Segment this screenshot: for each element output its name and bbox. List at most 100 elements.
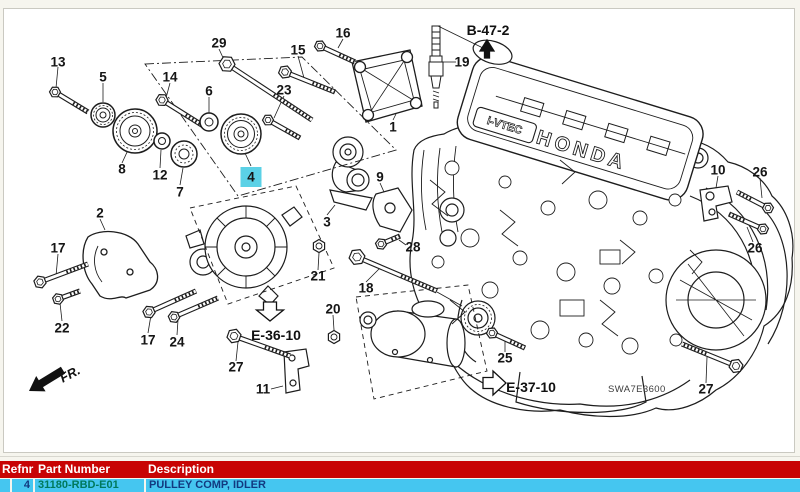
table-row[interactable]: 4 31180-RBD-E01 PULLEY COMP, IDLER bbox=[0, 479, 800, 492]
ref-link-E-37-10[interactable]: E-37-10 bbox=[482, 369, 556, 397]
callout-2[interactable]: 2 bbox=[96, 206, 104, 221]
idler-group-box bbox=[144, 56, 397, 197]
callout-22[interactable]: 22 bbox=[54, 321, 69, 336]
callout-11[interactable]: 11 bbox=[256, 382, 271, 397]
diagram-code-watermark: SWA7E3600 bbox=[608, 384, 666, 395]
callout-3[interactable]: 3 bbox=[323, 215, 331, 230]
callout-27[interactable]: 27 bbox=[228, 360, 243, 375]
parts-diagram: HONDA i-VTEC bbox=[3, 8, 795, 453]
callout-12[interactable]: 12 bbox=[152, 168, 167, 183]
leader-lines bbox=[55, 25, 763, 390]
engine-detail-drawing bbox=[429, 159, 703, 355]
callout-23[interactable]: 23 bbox=[276, 83, 292, 98]
table-separator bbox=[0, 456, 800, 457]
bolt-drawing bbox=[277, 65, 336, 95]
bolt-drawing bbox=[167, 295, 220, 323]
callout-14[interactable]: 14 bbox=[162, 70, 178, 85]
bracket-11-drawing bbox=[283, 348, 310, 394]
right-arrow-icon bbox=[482, 369, 507, 397]
callout-6[interactable]: 6 bbox=[205, 84, 213, 99]
cover-bracket-2-drawing bbox=[82, 230, 159, 300]
callout-18[interactable]: 18 bbox=[358, 281, 374, 296]
row-description: PULLEY COMP, IDLER bbox=[146, 479, 800, 492]
callout-number: 11 bbox=[256, 382, 271, 397]
bolt-drawing bbox=[735, 189, 775, 214]
callout-7[interactable]: 7 bbox=[176, 185, 184, 200]
pulley-drawing bbox=[220, 113, 262, 155]
callout-number: 8 bbox=[118, 162, 126, 177]
callout-9[interactable]: 9 bbox=[376, 170, 384, 185]
callout-24[interactable]: 24 bbox=[169, 335, 185, 350]
callout-number: 21 bbox=[310, 269, 326, 284]
bolt-drawing bbox=[226, 328, 291, 359]
callout-20[interactable]: 20 bbox=[325, 302, 340, 317]
column-header-refnr: Refnr bbox=[2, 462, 34, 476]
parts-table-header: Refnr Part Number Description bbox=[0, 461, 800, 478]
callout-number: 25 bbox=[497, 351, 513, 366]
callout-4[interactable]: 4 bbox=[240, 167, 262, 187]
callout-25[interactable]: 25 bbox=[497, 351, 513, 366]
callout-21[interactable]: 21 bbox=[310, 269, 326, 284]
callout-number: 6 bbox=[205, 84, 213, 99]
bolt-drawing bbox=[313, 40, 357, 65]
pulley-drawing bbox=[170, 140, 198, 168]
ref-link-E-36-10[interactable]: E-36-10 bbox=[251, 301, 301, 343]
callout-26[interactable]: 26 bbox=[747, 241, 763, 256]
callout-number: 26 bbox=[752, 165, 768, 180]
bracket-10-drawing bbox=[699, 185, 733, 222]
callout-number: 12 bbox=[152, 168, 167, 183]
bolt-drawing bbox=[261, 114, 302, 141]
bolt-drawing bbox=[348, 248, 439, 294]
callout-13[interactable]: 13 bbox=[50, 55, 66, 70]
callout-10[interactable]: 10 bbox=[710, 163, 725, 178]
callout-1[interactable]: 1 bbox=[389, 120, 397, 135]
bolt-drawing bbox=[33, 261, 89, 289]
callout-number: 7 bbox=[176, 185, 184, 200]
bolt-drawing bbox=[142, 288, 198, 319]
row-refnr[interactable]: 4 bbox=[12, 479, 33, 492]
row-part-number[interactable]: 31180-RBD-E01 bbox=[35, 479, 144, 492]
callout-number: 22 bbox=[54, 321, 69, 336]
callout-5[interactable]: 5 bbox=[99, 70, 107, 85]
callout-29[interactable]: 29 bbox=[211, 36, 226, 51]
callout-number: 16 bbox=[335, 26, 351, 41]
callout-17[interactable]: 17 bbox=[140, 333, 155, 348]
up-arrow-icon bbox=[478, 38, 496, 59]
bolt-drawing bbox=[374, 233, 402, 250]
callout-number: 4 bbox=[247, 170, 255, 185]
callout-15[interactable]: 15 bbox=[290, 43, 306, 58]
callout-17[interactable]: 17 bbox=[50, 241, 65, 256]
engine-block-drawing bbox=[409, 123, 794, 418]
callout-number: 24 bbox=[169, 335, 185, 350]
bracket-9-drawing bbox=[372, 187, 413, 233]
callout-number: 27 bbox=[228, 360, 243, 375]
callout-27[interactable]: 27 bbox=[698, 382, 713, 397]
callout-number: 9 bbox=[376, 170, 384, 185]
bolt-drawing bbox=[485, 327, 527, 351]
callout-number: 18 bbox=[358, 281, 374, 296]
callout-number: 28 bbox=[405, 240, 421, 255]
pulley-drawing bbox=[199, 112, 219, 132]
alternator-group-box bbox=[189, 185, 335, 305]
callout-number: 17 bbox=[50, 241, 65, 256]
callout-number: 20 bbox=[325, 302, 340, 317]
callout-number: 26 bbox=[747, 241, 763, 256]
nut-drawing bbox=[327, 329, 341, 345]
callout-28[interactable]: 28 bbox=[405, 240, 421, 255]
ref-link-label: E-37-10 bbox=[506, 379, 556, 395]
callout-26[interactable]: 26 bbox=[752, 165, 768, 180]
down-arrow-icon bbox=[254, 301, 286, 322]
callout-number: 5 bbox=[99, 70, 107, 85]
nut-drawing bbox=[312, 238, 326, 254]
starter-drawing bbox=[359, 300, 466, 368]
callout-number: 13 bbox=[50, 55, 66, 70]
callout-19[interactable]: 19 bbox=[454, 55, 469, 70]
callout-16[interactable]: 16 bbox=[335, 26, 351, 41]
callout-number: 19 bbox=[454, 55, 469, 70]
callout-number: 3 bbox=[323, 215, 331, 230]
ref-link-label: B-47-2 bbox=[467, 22, 510, 38]
callout-number: 2 bbox=[96, 206, 104, 221]
callout-8[interactable]: 8 bbox=[118, 162, 126, 177]
ref-link-B-47-2[interactable]: B-47-2 bbox=[467, 22, 510, 59]
